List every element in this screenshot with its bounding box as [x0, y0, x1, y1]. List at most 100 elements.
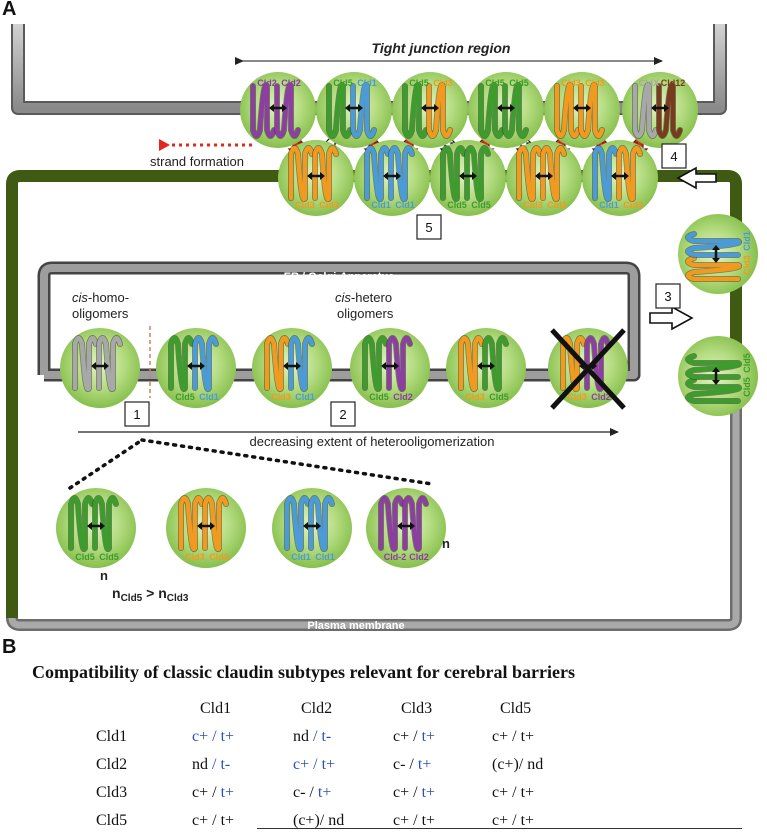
er-oligomer [60, 328, 140, 408]
insertion-arrow [676, 166, 717, 190]
claudin-label: Cld5 [485, 78, 505, 88]
claudin-label: Cld5 [742, 353, 752, 373]
table-cell: c+ / t+ [492, 784, 535, 801]
panel-a-label: A [2, 0, 17, 20]
table-cell: c+ / t+ [393, 784, 436, 801]
claudin-label: Cld1 [295, 392, 315, 402]
claudin-label: Cld3 [209, 552, 229, 562]
claudin-label: Cld5 [409, 78, 429, 88]
n-inequality: nCld5 > nCld3 [112, 585, 189, 604]
claudin-label: Cld5 [369, 392, 389, 402]
svg-text:5: 5 [425, 220, 432, 235]
claudin-label: Cld5 [742, 377, 752, 397]
claudin-label: Cld1 [599, 200, 619, 210]
homo-n-label-1: n [100, 568, 108, 583]
row-header: Cld2 [96, 756, 128, 773]
claudin-label: Cld3 [585, 78, 605, 88]
claudin-label: Cld3 [319, 200, 339, 210]
table-cell: c+ / t+ [192, 728, 235, 745]
homo-oligomer: Cld1 Cld1 [272, 488, 352, 568]
claudin-label: Cld3 [567, 392, 587, 402]
column-header: Cld5 [500, 700, 532, 717]
panel-b-label: B [2, 636, 17, 658]
claudin-label: Cld5 [509, 78, 529, 88]
table-cell: (c+)/ nd [293, 812, 345, 829]
table-cell: (c+)/ nd [492, 756, 544, 773]
decreasing-extent-label: decreasing extent of heterooligomerizati… [250, 434, 495, 449]
cis-hetero-label-line2: oligomers [337, 306, 394, 321]
table-cell: c+ / t+ [393, 728, 436, 745]
tight-junction-label: Tight junction region [372, 40, 511, 56]
claudin-label: Cld2 [257, 78, 277, 88]
step-5-box: 5 [416, 214, 442, 240]
tj-bottom-oligomer: Cld3 Cld3 [278, 140, 354, 216]
step-4-box: 4 [661, 143, 687, 169]
homo-n-label-2: n [442, 536, 450, 551]
claudin-label: Cld12 [661, 78, 686, 88]
svg-text:3: 3 [664, 289, 671, 304]
claudin-label: Cld2 [393, 392, 413, 402]
table-underline [257, 828, 742, 829]
claudin-label: Cld5 [175, 392, 195, 402]
table-cell: c+ / t+ [492, 728, 535, 745]
table-cell: c+ / t+ [492, 812, 535, 829]
column-header: Cld1 [200, 700, 232, 717]
claudin-label: Cld3 [623, 200, 643, 210]
claudin-label: Cld2 [591, 392, 611, 402]
svg-text:2: 2 [339, 407, 346, 422]
tj-bottom-oligomer: Cld5 Cld5 [430, 140, 506, 216]
strand-formation-label: strand formation [150, 154, 244, 169]
claudin-label: Cld1 [199, 392, 219, 402]
row-header: Cld5 [96, 812, 128, 829]
claudin-label: Cld1 [395, 200, 415, 210]
table-cell: c- / t+ [393, 756, 432, 773]
table-cell: c- / t+ [293, 784, 332, 801]
table-cell: c+ / t+ [293, 756, 336, 773]
claudin-label: Cld5 [75, 552, 95, 562]
table-cell: nd / t- [293, 728, 332, 745]
claudin-label: Cld1 [371, 200, 391, 210]
table-cell: c+ / t+ [393, 812, 436, 829]
step-1-box: 1 [124, 401, 150, 427]
claudin-label: Cld3 [295, 200, 315, 210]
step-2-box: 2 [330, 401, 356, 427]
claudin-label: Cld-2 [384, 552, 407, 562]
cis-hetero-label: cis-hetero [335, 290, 392, 305]
claudin-label: Cld3 [742, 255, 752, 275]
svg-text:1: 1 [133, 407, 140, 422]
homo-oligomer: Cld3 Cld3 [166, 488, 246, 568]
claudin-label: Cld5 [447, 200, 467, 210]
claudin-label: Cld1 [315, 552, 335, 562]
step-3-box: 3 [655, 283, 681, 309]
incompatible-cross [550, 328, 626, 410]
row-header: Cld3 [96, 784, 128, 801]
claudin-label: Cld1 [291, 552, 311, 562]
er-oligomer: Cld5 Cld1 [156, 328, 236, 408]
claudin-label: Cld5 [471, 200, 491, 210]
table-cell: c+ / t+ [192, 812, 235, 829]
claudin-label: Cld2 [409, 552, 429, 562]
claudin-label: Cld3 [185, 552, 205, 562]
table-title: Compatibility of classic claudin subtype… [32, 662, 575, 682]
er-golgi-label: ER / Golgi-Apparatus [284, 271, 395, 283]
plasma-membrane-label: Plasma membrane [307, 620, 404, 632]
er-golgi-membrane [37, 261, 641, 382]
claudin-label: Cld3 [547, 200, 567, 210]
claudin-label: CldX [639, 78, 660, 88]
zoom-dotted-line-right [140, 438, 434, 486]
